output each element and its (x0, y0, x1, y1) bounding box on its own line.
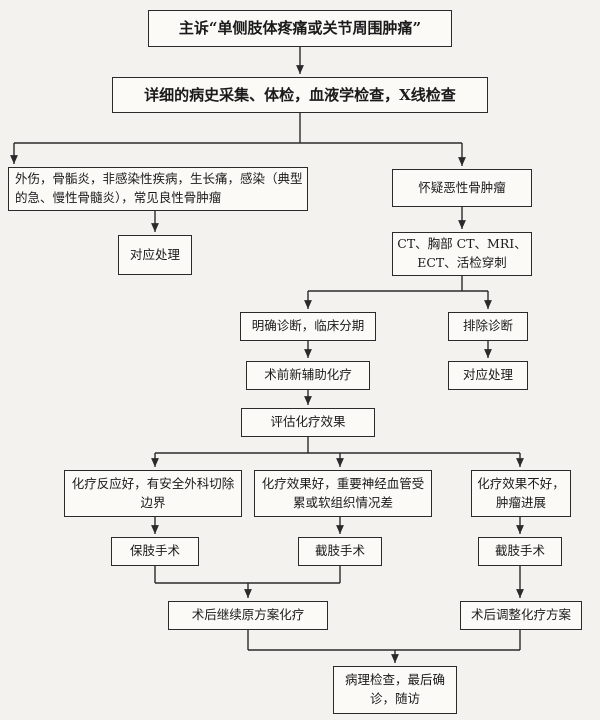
node-good-response-margin: 化疗反应好，有安全外科切除边界 (64, 470, 242, 517)
node-amputation-2: 截肢手术 (478, 537, 562, 566)
node-suspect-malignant: 怀疑恶性骨肿瘤 (392, 169, 532, 207)
node-handle-1: 对应处理 (118, 235, 192, 275)
node-limb-salvage: 保肢手术 (111, 537, 199, 566)
node-post-op-adjust: 术后调整化疗方案 (460, 601, 582, 630)
node-imaging-biopsy: CT、胸部 CT、MRI、ECT、活检穿刺 (392, 232, 532, 276)
node-workup: 详细的病史采集、体检，血液学检查，X线检查 (112, 77, 488, 113)
node-chief-complaint: 主诉“单侧肢体疼痛或关节周围肿痛” (148, 10, 452, 47)
node-poor-response: 化疗效果不好，肿瘤进展 (471, 470, 571, 517)
node-exclude-diagnosis: 排除诊断 (448, 312, 528, 341)
node-amputation-1: 截肢手术 (298, 537, 382, 566)
node-evaluate-chemo: 评估化疗效果 (241, 408, 375, 437)
node-final-pathology: 病理检查，最后确诊，随访 (333, 666, 457, 714)
node-handle-2: 对应处理 (448, 361, 528, 390)
node-post-op-same: 术后继续原方案化疗 (168, 601, 328, 630)
node-neoadjuvant: 术前新辅助化疗 (246, 361, 370, 390)
node-benign-causes: 外伤，骨骺炎，非感染性疾病，生长痛，感染（典型的急、慢性骨髓炎），常见良性骨肿瘤 (8, 167, 308, 211)
node-good-response-nerve: 化疗效果好，重要神经血管受累或软组织情况差 (254, 470, 432, 517)
node-diagnose-staging: 明确诊断，临床分期 (240, 312, 376, 341)
